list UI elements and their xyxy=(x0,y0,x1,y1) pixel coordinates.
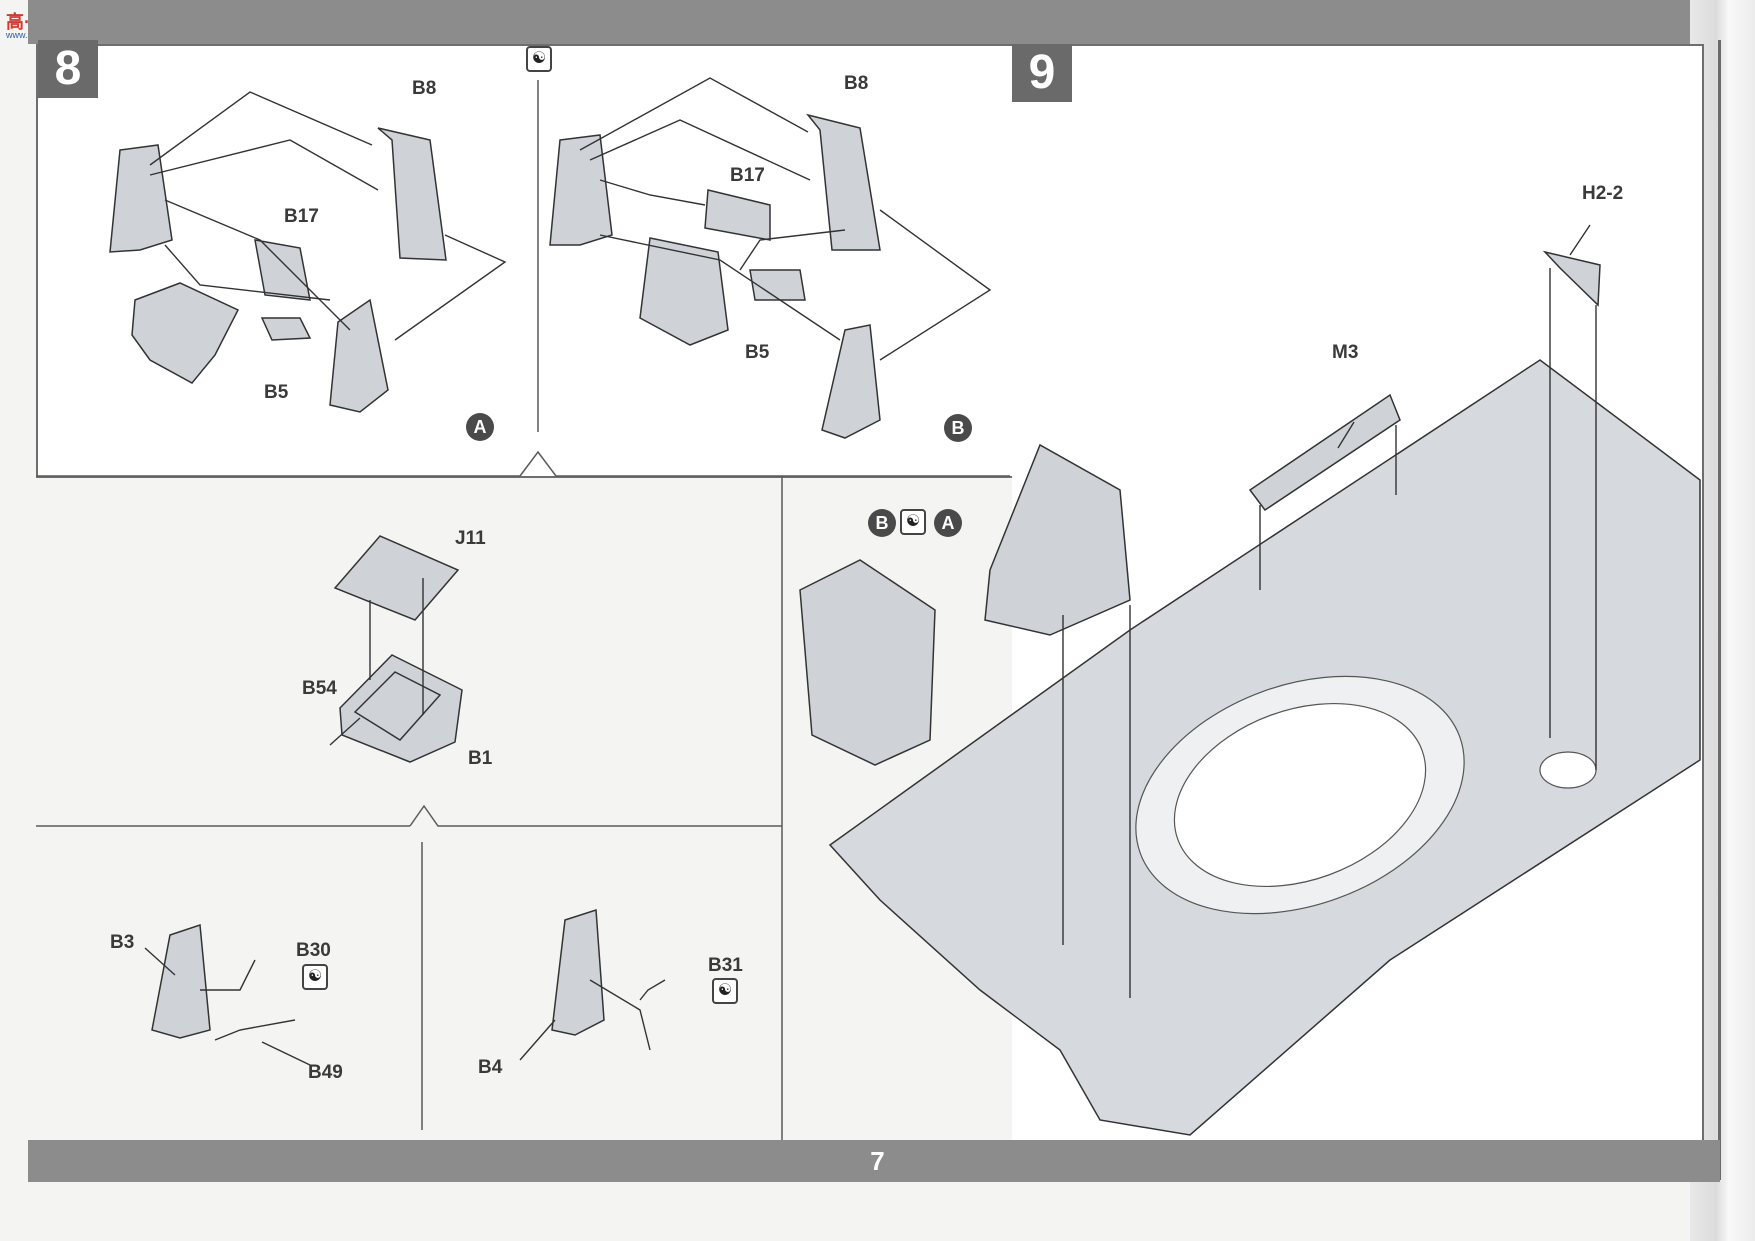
page-number: 7 xyxy=(870,1146,885,1176)
b3-drawing xyxy=(151,923,211,1039)
part-label-b3: B3 xyxy=(110,932,135,953)
yin-yang-icon: ☯ xyxy=(712,978,738,1004)
variant-marker-a: A xyxy=(466,413,494,441)
j11-b1-drawing xyxy=(333,535,463,763)
step-8-number: 8 xyxy=(38,40,98,98)
part-label-b17-a: B17 xyxy=(284,206,319,227)
top-bar xyxy=(28,0,1720,44)
step-9-arrows xyxy=(1062,224,1597,998)
step-8a-arrows xyxy=(149,91,507,341)
step-8b-arrows xyxy=(579,77,992,361)
part-label-b31: B31 xyxy=(708,955,743,976)
part-label-b5-b: B5 xyxy=(745,342,770,363)
variant-marker-b-step9: B xyxy=(868,509,896,537)
yin-yang-icon: ☯ xyxy=(302,964,328,990)
variant-marker-a-step9: A xyxy=(934,509,962,537)
part-label-m3: M3 xyxy=(1332,342,1359,363)
part-label-b1: B1 xyxy=(468,748,493,769)
b4-drawing xyxy=(551,908,605,1036)
yin-yang-icon: ☯ xyxy=(900,509,926,535)
seat-drawings xyxy=(799,250,1601,766)
bottom-bar xyxy=(28,1140,1720,1182)
part-label-b54: B54 xyxy=(302,678,337,699)
part-label-b5-a: B5 xyxy=(264,382,289,403)
spine-line xyxy=(1718,40,1721,1180)
part-label-b8-b: B8 xyxy=(844,73,869,94)
part-label-b49: B49 xyxy=(308,1062,343,1083)
variant-marker-b: B xyxy=(944,414,972,442)
part-label-j11: J11 xyxy=(455,528,486,549)
step-9-number: 9 xyxy=(1012,44,1072,102)
yin-yang-icon: ☯ xyxy=(526,46,552,72)
part-label-b30: B30 xyxy=(296,940,331,961)
step-8a-drawing xyxy=(109,127,447,413)
part-label-h2-2: H2-2 xyxy=(1582,183,1624,204)
part-label-b17-b: B17 xyxy=(730,165,765,186)
step-8b-drawing xyxy=(549,113,881,439)
part-label-b4: B4 xyxy=(478,1057,503,1078)
part-label-b8-a: B8 xyxy=(412,78,437,99)
